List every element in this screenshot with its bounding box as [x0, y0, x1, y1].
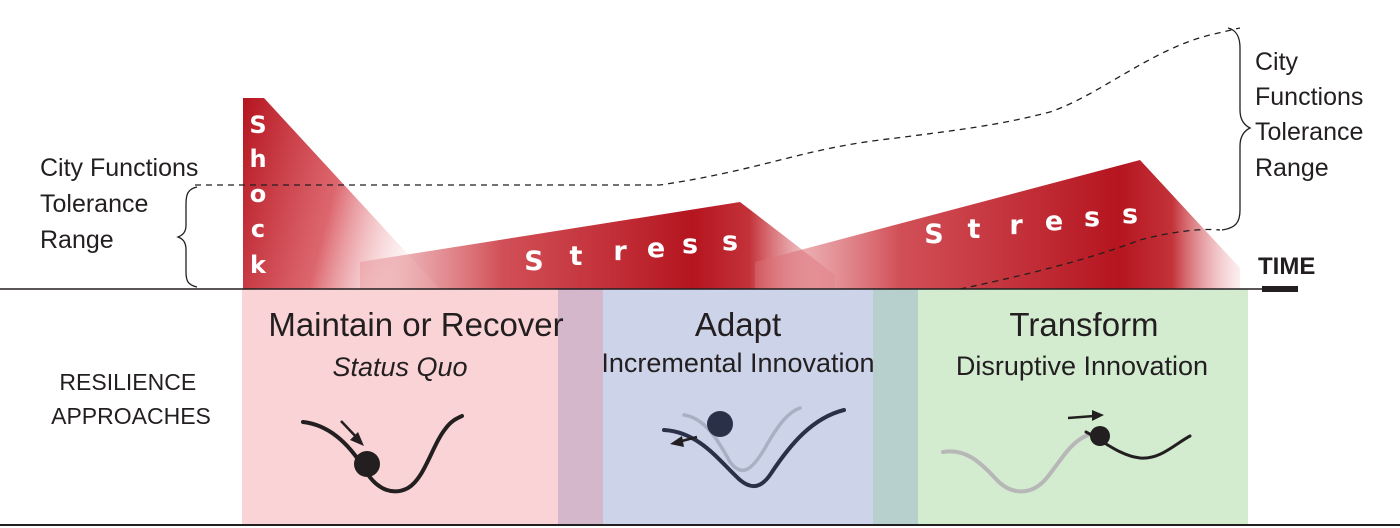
resilience-approaches-label: RESILIENCE APPROACHES [51, 369, 211, 429]
shock-letter: k [250, 251, 267, 279]
stress-letter: t [570, 241, 583, 272]
tolerance-upper-dashed-line [195, 27, 1241, 186]
stress-letter: e [1045, 206, 1063, 237]
approach-title-transform: Transform [1009, 306, 1158, 343]
stress-letter: t [968, 214, 981, 245]
left-tolerance-label: City Functions Tolerance Range [40, 154, 205, 254]
approach-subtitle-maintain: Status Quo [332, 352, 467, 382]
stress-letter: s [682, 229, 698, 260]
stress-shape-1 [360, 202, 835, 289]
stress-letter: s [1084, 202, 1100, 233]
stress-letter: r [1009, 210, 1023, 241]
shock-letter: S [249, 111, 266, 139]
stress-letter: s [1122, 199, 1138, 230]
approach-panel-adapt [603, 289, 873, 525]
approach-panel-transform [918, 289, 1248, 525]
approach-transition-1 [558, 289, 603, 525]
approach-title-adapt: Adapt [695, 306, 781, 343]
stress-letter: S [924, 219, 943, 250]
approach-subtitle-transform: Disruptive Innovation [956, 351, 1208, 381]
stress-letter: s [722, 226, 738, 257]
shock-letter: h [249, 145, 266, 173]
adapt-valley-icon [662, 406, 846, 489]
left-tolerance-brace [176, 186, 198, 288]
approach-panel-maintain [242, 289, 558, 525]
tolerance-lower-dashed-line [959, 228, 1221, 290]
transform-landscape-icon [941, 410, 1192, 494]
maintain-valley-icon [301, 414, 464, 494]
shock-letter: o [250, 180, 267, 208]
shock-shape [243, 98, 440, 289]
stress-letter: e [647, 233, 665, 264]
stress-letter: r [613, 236, 627, 267]
approach-subtitle-adapt: Incremental Innovation [601, 348, 874, 378]
approach-transition-2 [873, 289, 918, 525]
time-axis-end-marker [1262, 286, 1298, 292]
right-tolerance-label: City Functions Tolerance Range [1255, 48, 1370, 182]
stress-letter: S [524, 246, 543, 277]
stress-shape-2 [755, 160, 1240, 289]
right-tolerance-brace [1221, 27, 1252, 231]
approach-title-maintain: Maintain or Recover [268, 306, 563, 343]
shock-letter: c [251, 215, 265, 243]
time-label: TIME [1258, 253, 1315, 280]
